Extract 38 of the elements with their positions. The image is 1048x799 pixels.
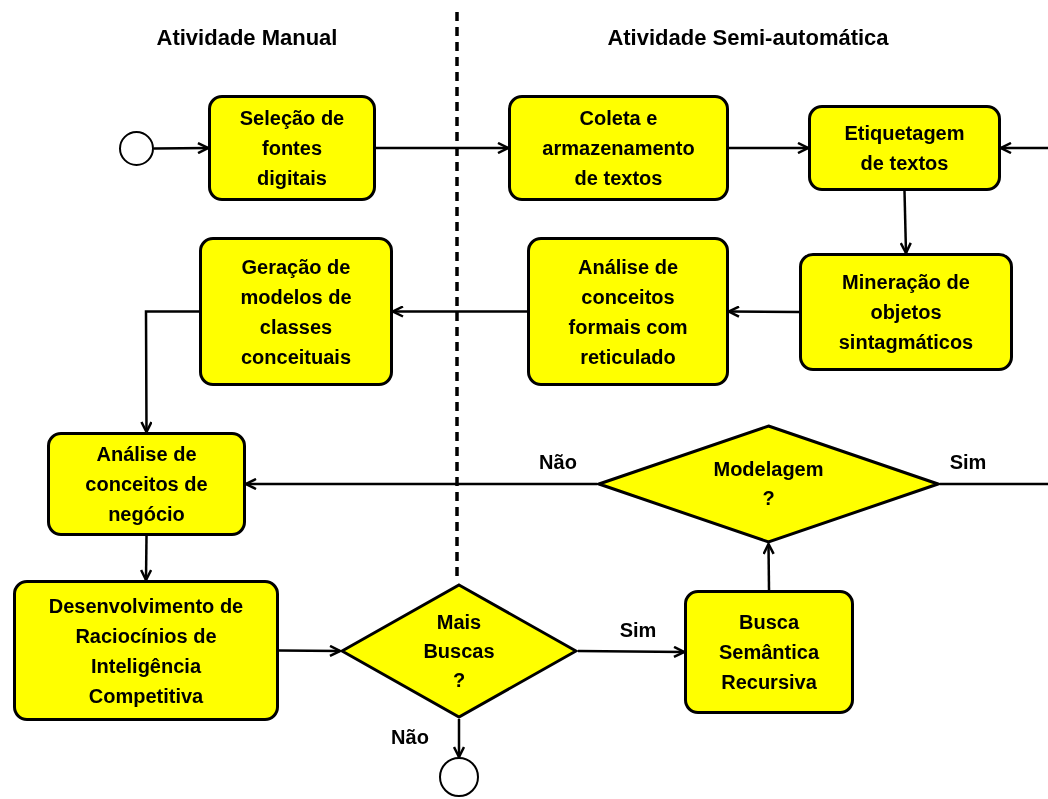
process-text: Desenvolvimento de Raciocínios de Inteligência Competitiva (47, 593, 245, 709)
process-text: Geração de modelos de classes conceituais (239, 254, 353, 370)
process-text: Busca Semântica Recursiva (717, 610, 821, 695)
terminal-circle (439, 757, 479, 797)
arrow (762, 542, 775, 590)
terminal-circle (119, 131, 154, 166)
arrow (727, 305, 799, 318)
process-box (808, 105, 1001, 191)
arrow (279, 644, 342, 658)
arrow (376, 141, 510, 155)
process-box (684, 590, 854, 714)
decision-text: Modelagem ? (712, 457, 825, 511)
process-box (199, 237, 393, 386)
process-text: Mineração de objetos sintagmáticos (837, 270, 975, 355)
process-box (13, 580, 279, 721)
process-text: Análise de conceitos formais com reticulado (567, 254, 689, 370)
arrow (899, 190, 912, 255)
process-text: Seleção de fontes digitais (238, 106, 346, 191)
process-text: Etiquetagem de textos (843, 121, 966, 176)
arrow (452, 719, 466, 759)
arrow (154, 141, 210, 155)
process-box (799, 253, 1013, 371)
arrow (244, 477, 597, 491)
arrow (140, 310, 199, 434)
arrow (391, 305, 527, 318)
lane-heading: Atividade Manual (156, 25, 338, 51)
arrow (139, 536, 153, 582)
arrow (999, 141, 1048, 155)
arrow (578, 645, 686, 659)
process-text: Análise de conceitos de negócio (84, 442, 209, 527)
process-box (47, 432, 246, 536)
lane-heading: Atividade Semi-automática (607, 25, 889, 51)
process-box (208, 95, 376, 201)
process-text: Coleta e armazenamento de textos (541, 106, 696, 191)
process-box (508, 95, 729, 201)
process-box (527, 237, 729, 386)
arrow (729, 141, 810, 155)
decision-text: Mais Buscas ? (422, 609, 496, 693)
